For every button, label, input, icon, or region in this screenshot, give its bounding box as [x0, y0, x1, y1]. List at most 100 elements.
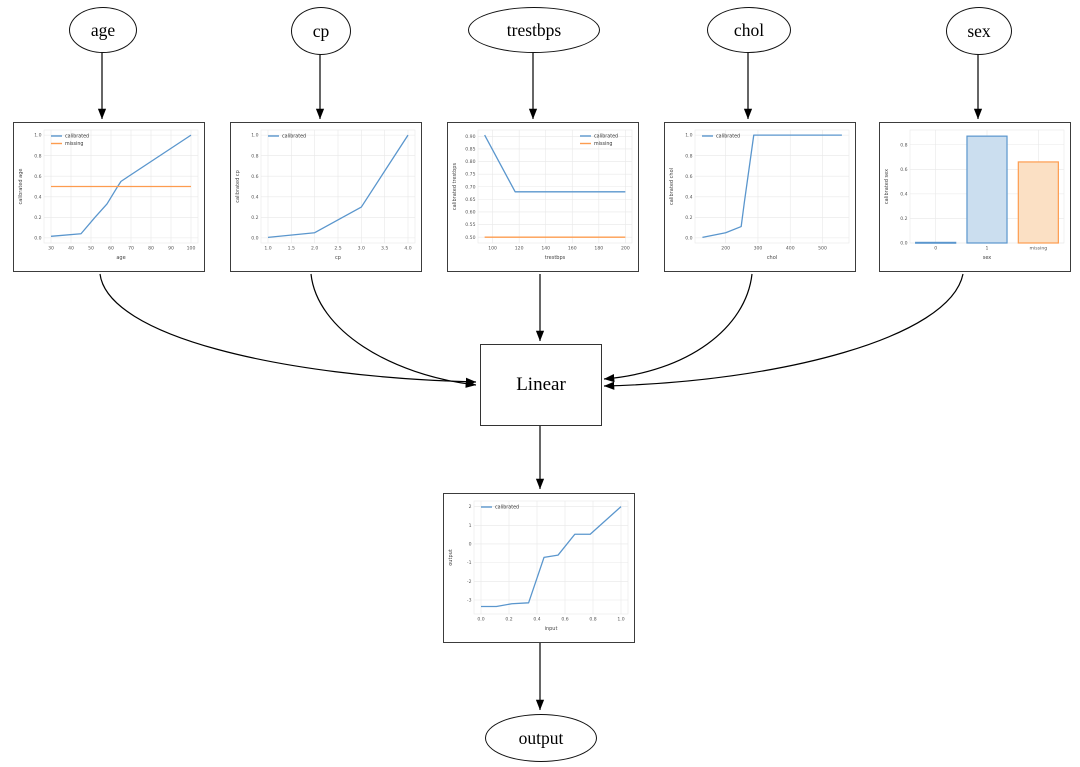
svg-text:0.8: 0.8 — [251, 153, 258, 159]
svg-text:120: 120 — [515, 246, 524, 252]
svg-text:0.8: 0.8 — [34, 153, 41, 159]
edge-chol-plot-to-linear — [603, 273, 753, 383]
svg-text:0.80: 0.80 — [465, 159, 475, 165]
svg-text:50: 50 — [88, 246, 94, 252]
svg-text:calibrated trestbps: calibrated trestbps — [452, 163, 458, 211]
node-age: age — [69, 7, 137, 53]
svg-text:cp: cp — [335, 255, 341, 261]
svg-text:chol: chol — [767, 255, 777, 261]
svg-text:0.8: 0.8 — [589, 617, 596, 623]
svg-text:140: 140 — [541, 246, 550, 252]
svg-text:4.0: 4.0 — [404, 246, 411, 252]
node-output: output — [485, 714, 597, 762]
svg-text:0.6: 0.6 — [685, 174, 692, 180]
svg-text:100: 100 — [187, 246, 196, 252]
svg-text:40: 40 — [68, 246, 74, 252]
svg-text:0.6: 0.6 — [251, 174, 258, 180]
svg-text:sex: sex — [983, 255, 992, 261]
svg-text:400: 400 — [786, 246, 795, 252]
svg-text:trestbps: trestbps — [545, 255, 566, 261]
node-sex-label: sex — [967, 20, 991, 41]
edge-cp-plot-to-linear — [310, 273, 477, 388]
svg-text:2: 2 — [469, 504, 472, 510]
svg-text:0.4: 0.4 — [900, 191, 907, 197]
svg-text:2.0: 2.0 — [311, 246, 318, 252]
node-sex: sex — [946, 7, 1012, 55]
calibration-plot-sex: 0 1 missing 0.0 0.2 0.4 0.6 0.8 sex calibrated se… — [879, 122, 1071, 272]
svg-text:0.0: 0.0 — [900, 241, 907, 247]
svg-text:0.90: 0.90 — [465, 134, 475, 140]
svg-text:70: 70 — [128, 246, 134, 252]
svg-text:300: 300 — [754, 246, 763, 252]
svg-text:calibrated: calibrated — [495, 505, 519, 511]
node-trestbps: trestbps — [468, 7, 600, 53]
svg-text:0.2: 0.2 — [505, 617, 512, 623]
svg-text:calibrated: calibrated — [716, 134, 740, 140]
svg-text:3.5: 3.5 — [381, 246, 388, 252]
svg-text:160: 160 — [568, 246, 577, 252]
node-linear-label: Linear — [516, 374, 566, 395]
svg-text:missing: missing — [1030, 246, 1048, 252]
svg-text:-3: -3 — [467, 598, 472, 604]
svg-text:0.2: 0.2 — [900, 216, 907, 222]
svg-text:0.4: 0.4 — [533, 617, 540, 623]
svg-text:0.85: 0.85 — [465, 147, 475, 153]
svg-text:60: 60 — [108, 246, 114, 252]
svg-text:0.4: 0.4 — [251, 194, 258, 200]
svg-text:0.8: 0.8 — [900, 142, 907, 148]
node-linear: Linear — [480, 344, 602, 426]
edge-age-plot-to-linear — [99, 273, 477, 386]
svg-text:1: 1 — [469, 523, 472, 529]
svg-text:500: 500 — [818, 246, 827, 252]
edge-sex-plot-to-linear — [603, 273, 964, 390]
svg-text:0.6: 0.6 — [34, 174, 41, 180]
svg-text:calibrated: calibrated — [65, 134, 89, 140]
node-cp: cp — [291, 7, 351, 55]
svg-text:0.2: 0.2 — [34, 215, 41, 221]
svg-text:0.2: 0.2 — [685, 215, 692, 221]
svg-text:0: 0 — [469, 542, 472, 548]
svg-text:age: age — [116, 255, 125, 261]
svg-text:calibrated age: calibrated age — [18, 169, 24, 205]
svg-text:0.0: 0.0 — [685, 235, 692, 241]
svg-text:0.0: 0.0 — [34, 235, 41, 241]
svg-text:-1: -1 — [467, 560, 472, 566]
svg-text:0.0: 0.0 — [477, 617, 484, 623]
svg-text:0: 0 — [934, 246, 937, 252]
node-age-label: age — [90, 19, 116, 40]
svg-text:0.75: 0.75 — [465, 172, 475, 178]
svg-text:missing: missing — [594, 141, 612, 147]
svg-text:missing: missing — [65, 141, 83, 147]
svg-text:1.0: 1.0 — [34, 133, 41, 139]
svg-text:input: input — [545, 626, 558, 632]
svg-text:0.70: 0.70 — [465, 184, 475, 190]
svg-text:0.2: 0.2 — [251, 215, 258, 221]
svg-text:100: 100 — [488, 246, 497, 252]
svg-text:1.0: 1.0 — [251, 133, 258, 139]
svg-text:200: 200 — [621, 246, 630, 252]
svg-text:calibrated sex: calibrated sex — [884, 169, 890, 204]
svg-text:200: 200 — [721, 246, 730, 252]
svg-text:0.55: 0.55 — [465, 222, 475, 228]
svg-text:3.0: 3.0 — [358, 246, 365, 252]
svg-text:0.4: 0.4 — [685, 194, 692, 200]
svg-text:180: 180 — [594, 246, 603, 252]
svg-text:1: 1 — [986, 246, 989, 252]
svg-text:1.0: 1.0 — [685, 133, 692, 139]
node-chol: chol — [707, 7, 791, 53]
svg-text:0.0: 0.0 — [251, 235, 258, 241]
svg-text:0.6: 0.6 — [900, 167, 907, 173]
svg-text:90: 90 — [168, 246, 174, 252]
svg-text:30: 30 — [48, 246, 54, 252]
node-chol-label: chol — [733, 19, 765, 40]
svg-text:1.0: 1.0 — [617, 617, 624, 623]
svg-text:output: output — [448, 549, 454, 566]
svg-text:-2: -2 — [467, 579, 472, 585]
svg-text:calibrated: calibrated — [594, 134, 618, 140]
svg-text:1.0: 1.0 — [264, 246, 271, 252]
